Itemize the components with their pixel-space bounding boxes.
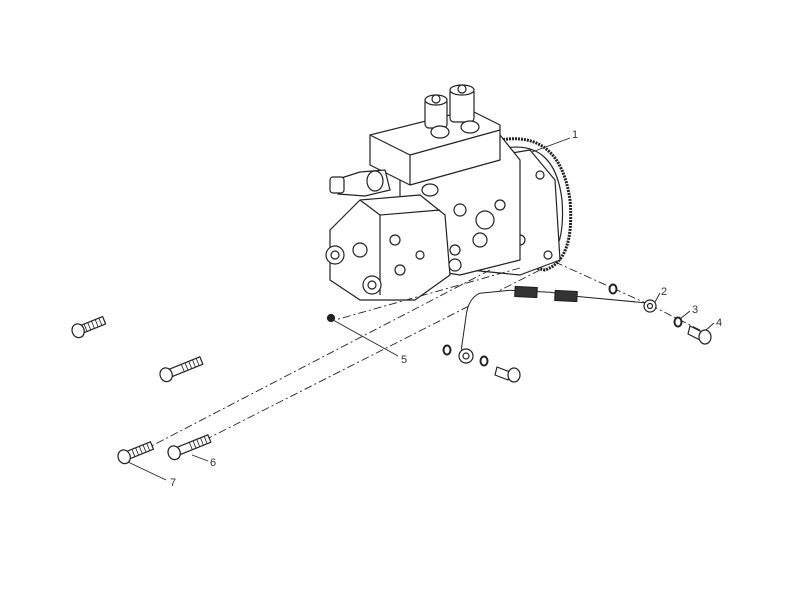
- callout-4: 4: [716, 317, 723, 329]
- callout-5: 5: [401, 354, 408, 366]
- callout-3: 3: [692, 304, 699, 316]
- callout-1: 1: [572, 129, 579, 141]
- callout-7: 7: [170, 477, 177, 489]
- bolts: [71, 315, 212, 465]
- injection-pump: [325, 84, 573, 301]
- callout-6: 6: [210, 457, 217, 469]
- callout-2: 2: [661, 286, 668, 298]
- fuel-pipe: [458, 285, 657, 364]
